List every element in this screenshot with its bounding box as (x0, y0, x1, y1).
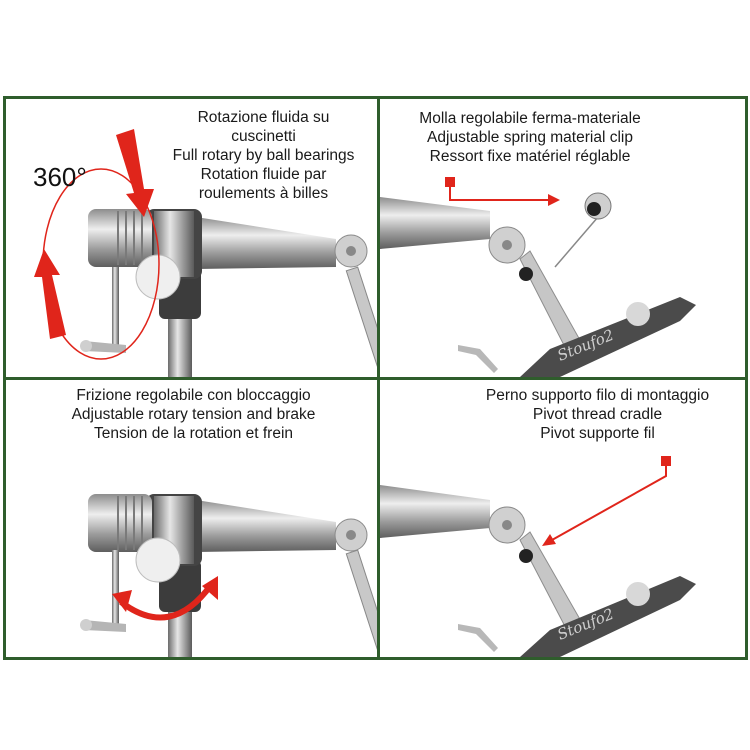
panel-rotary: 360° Rotazione fluida su cuscinetti Full… (6, 99, 377, 377)
caption-line-en: Adjustable rotary tension and brake (71, 406, 316, 423)
panel-tension: Frizione regolabile con bloccaggio Adjus… (6, 380, 377, 657)
caption-line-fr-2: roulements à billes (198, 185, 329, 202)
caption-line-fr: Tension de la rotation et frein (93, 425, 294, 442)
horizontal-divider (6, 377, 745, 380)
caption-rotary: Rotazione fluida su cuscinetti Full rota… (156, 108, 371, 203)
spring-clip-illustration: Stoufo2 (380, 177, 696, 377)
caption-line-en: Full rotary by ball bearings (172, 147, 355, 164)
caption-line-en: Adjustable spring material clip (427, 129, 633, 146)
caption-line-it: Perno supporto filo di montaggio (485, 387, 710, 404)
caption-line-it-2: cuscinetti (231, 128, 296, 145)
tension-illustration (80, 494, 377, 657)
vise-rotary-illustration (34, 129, 377, 377)
red-double-arrow-icon (119, 583, 214, 621)
caption-line-fr: Ressort fixe matériel réglable (429, 148, 631, 165)
pointer-square-icon (445, 177, 455, 187)
caption-line-it: Molla regolabile ferma-materiale (419, 110, 641, 127)
pointer-arrowhead-icon (548, 194, 560, 206)
caption-line-it: Frizione regolabile con bloccaggio (76, 387, 311, 404)
degrees-label: 360° (33, 162, 87, 192)
caption-spring-clip: Molla regolabile ferma-materiale Adjusta… (395, 109, 665, 166)
caption-thread-cradle: Perno supporto filo di montaggio Pivot t… (465, 386, 730, 443)
pointer-square-icon (661, 456, 671, 466)
caption-tension: Frizione regolabile con bloccaggio Adjus… (26, 386, 361, 443)
pointer-arrowhead-icon (542, 534, 556, 546)
panel-spring-clip: Stoufo2 Molla regolabile ferma-materiale… (380, 99, 745, 377)
caption-line-en: Pivot thread cradle (532, 406, 663, 423)
red-up-arrow-icon (34, 249, 66, 339)
four-panel-grid: 360° Rotazione fluida su cuscinetti Full… (3, 96, 748, 660)
caption-line-fr-1: Rotation fluide par (200, 166, 327, 183)
caption-line-it-1: Rotazione fluida su (197, 109, 330, 126)
red-down-arrow-icon (116, 129, 154, 217)
thread-cradle-illustration: Stoufo2 (380, 456, 696, 657)
panel-thread-cradle: Stoufo2 Perno supporto filo di montaggio… (380, 380, 745, 657)
caption-line-fr: Pivot supporte fil (540, 425, 655, 442)
